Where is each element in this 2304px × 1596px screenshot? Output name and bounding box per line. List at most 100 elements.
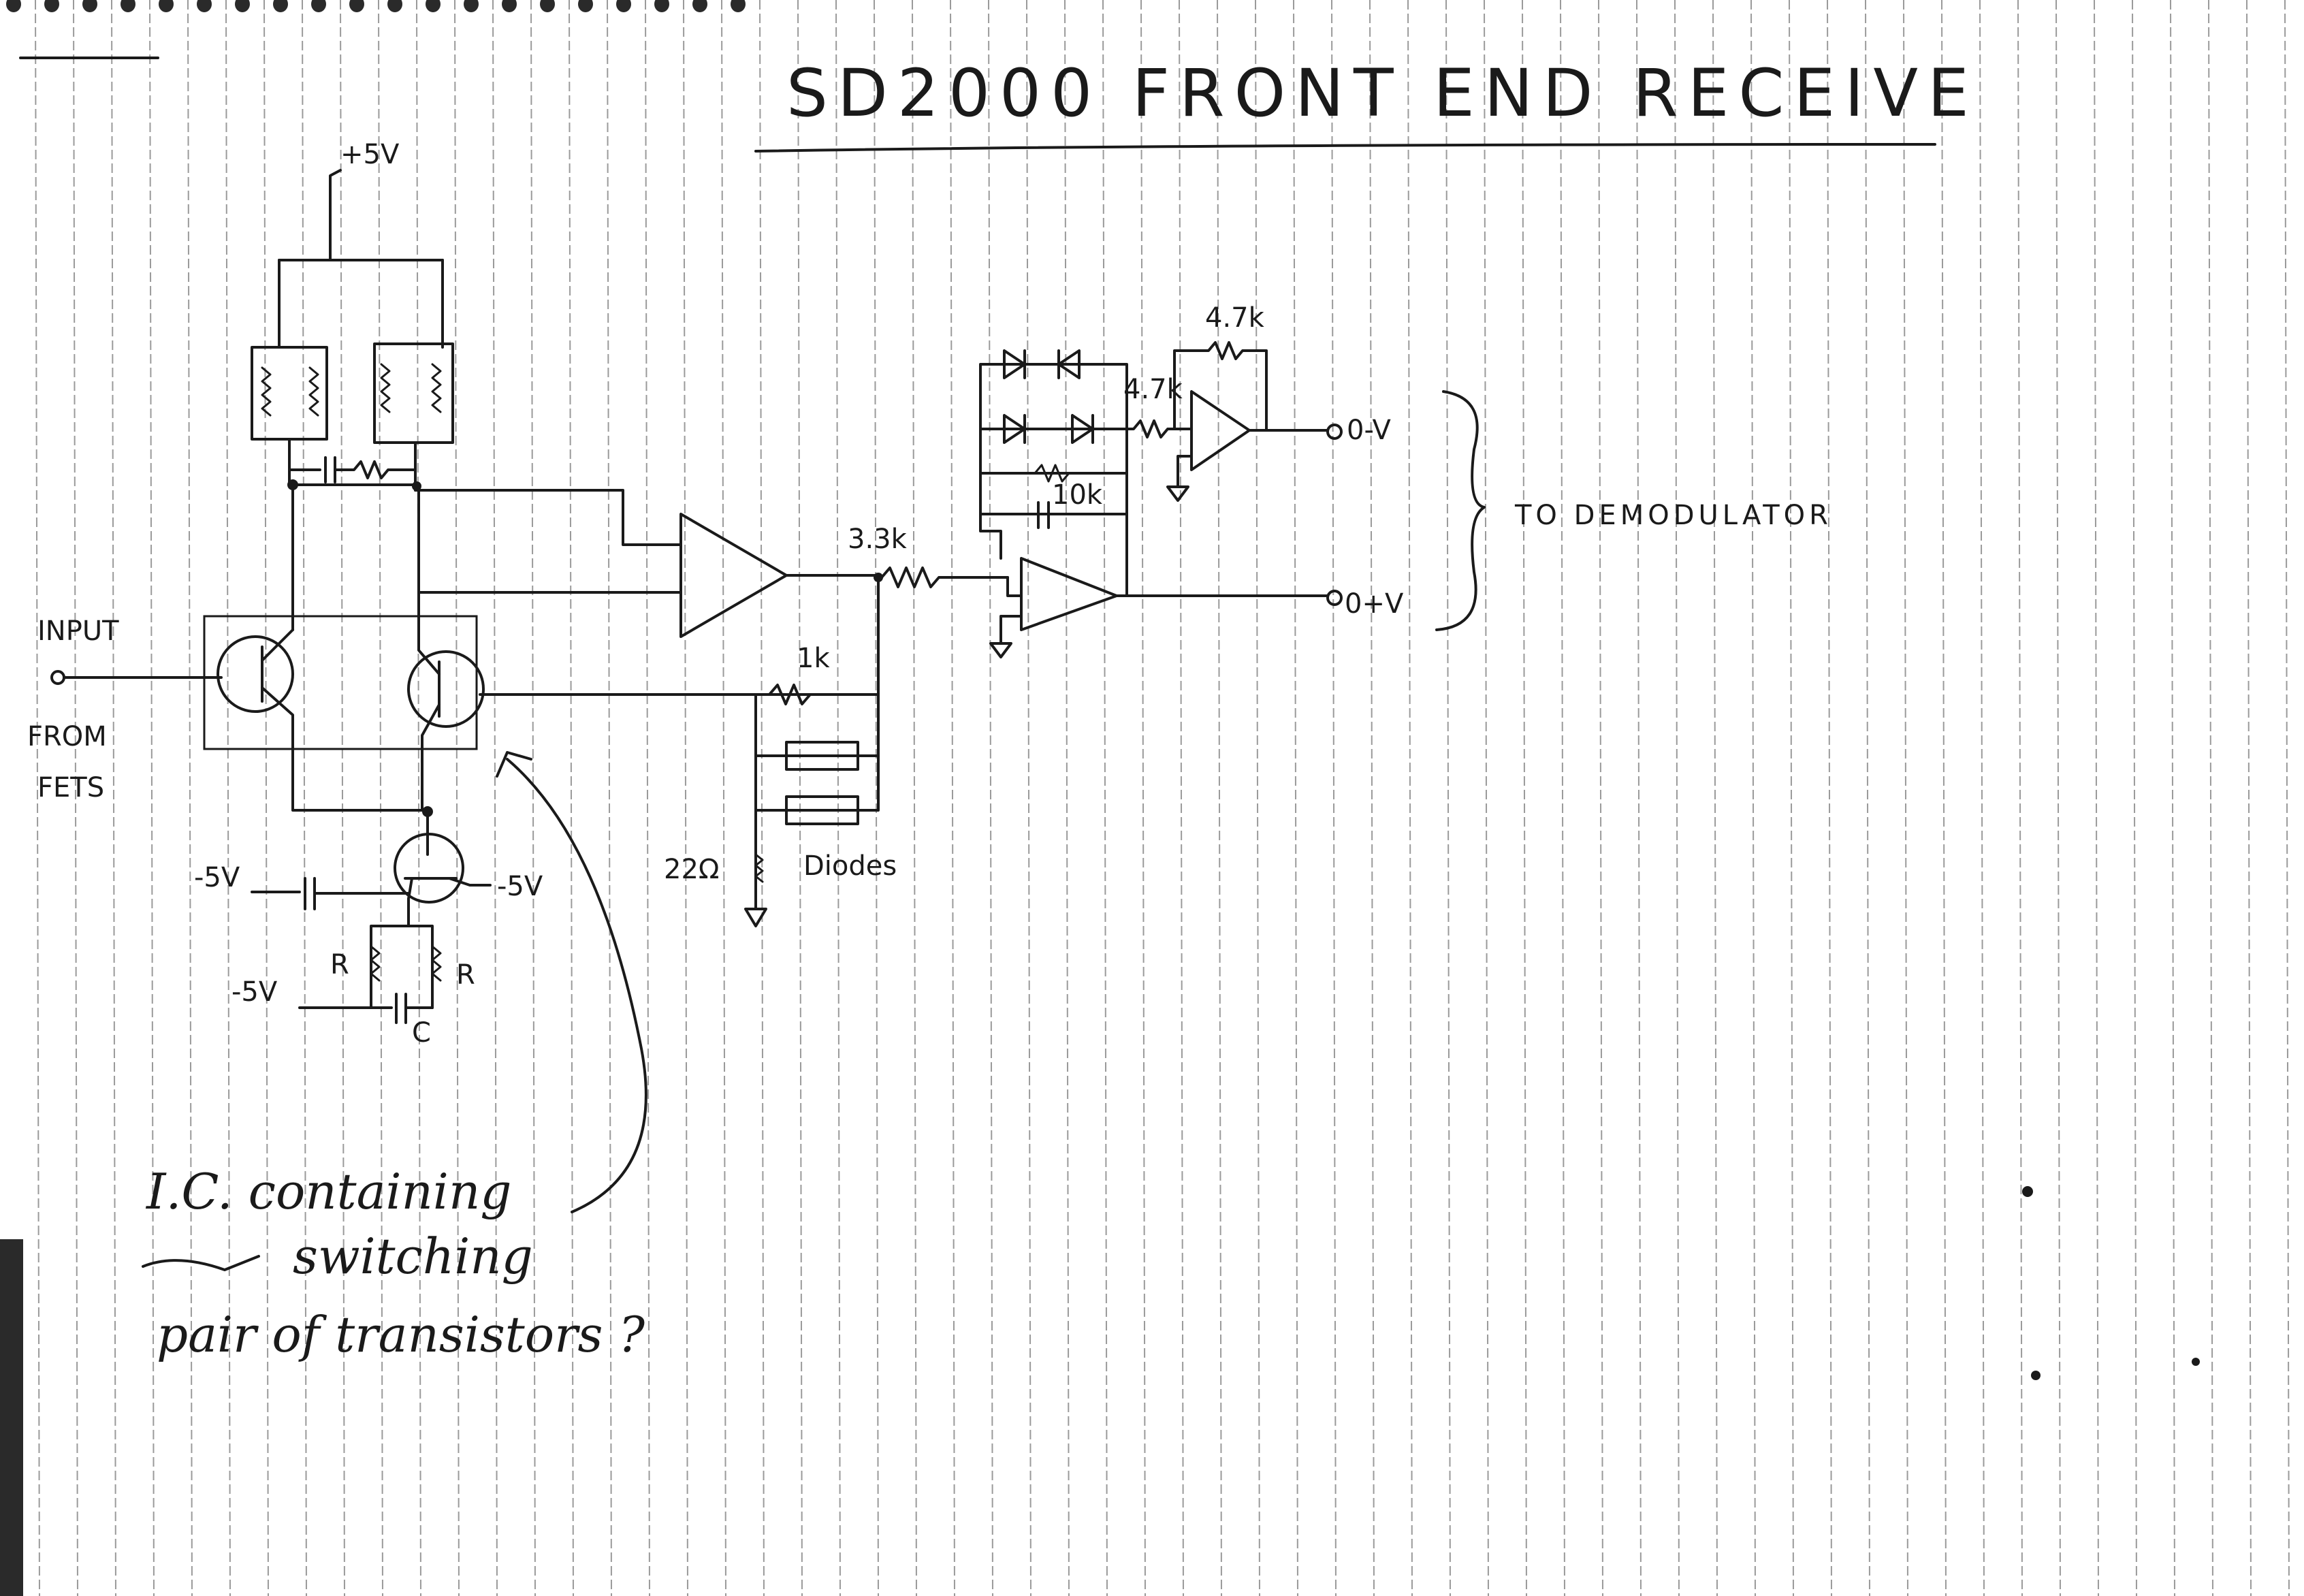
diode-block bbox=[785, 741, 859, 771]
ink-speck bbox=[2022, 1186, 2033, 1197]
spiral-binding bbox=[6, 0, 746, 12]
binding-hole bbox=[578, 0, 593, 12]
page-title: SD2000 FRONT END RECEIVE bbox=[786, 55, 1979, 131]
inverter-stage: 4.7k 4.7k 0-V bbox=[1123, 302, 1392, 502]
transistor-left bbox=[217, 635, 294, 713]
ruled-lines bbox=[35, 0, 2290, 1596]
rule-line bbox=[1255, 0, 1260, 1596]
ground-symbol bbox=[989, 615, 1023, 658]
binding-hole bbox=[273, 0, 288, 12]
rule-line bbox=[454, 0, 460, 1596]
rule-line bbox=[1293, 0, 1298, 1596]
rule-line bbox=[149, 0, 155, 1596]
binding-hole bbox=[654, 0, 669, 12]
tail-transistor bbox=[394, 833, 464, 904]
rule-line bbox=[2132, 0, 2137, 1596]
transistor-right bbox=[407, 650, 485, 728]
rule-line bbox=[1522, 0, 1527, 1596]
rule-line bbox=[950, 0, 955, 1596]
rule-line bbox=[1369, 0, 1375, 1596]
rule-line bbox=[2246, 0, 2252, 1596]
note-line-3: pair of transistors ? bbox=[157, 1306, 645, 1363]
annotation-arrow bbox=[506, 758, 647, 1213]
rule-line bbox=[225, 0, 231, 1596]
rule-line bbox=[683, 0, 688, 1596]
output-pos-label: 0+V bbox=[1345, 588, 1404, 620]
rule-line bbox=[2208, 0, 2213, 1596]
edge-shadow bbox=[0, 1239, 23, 1596]
rule-line bbox=[1102, 0, 1108, 1596]
ground-symbol bbox=[744, 884, 767, 927]
rule-line bbox=[569, 0, 574, 1596]
rule-line bbox=[1598, 0, 1603, 1596]
ink-speck bbox=[2192, 1358, 2200, 1366]
binding-hole bbox=[82, 0, 97, 12]
binding-hole bbox=[426, 0, 441, 12]
binding-hole bbox=[502, 0, 517, 12]
rule-line bbox=[35, 0, 40, 1596]
binding-hole bbox=[6, 0, 21, 12]
rule-line bbox=[187, 0, 193, 1596]
binding-hole bbox=[616, 0, 631, 12]
note-line-2: switching bbox=[293, 1228, 533, 1285]
neg-bottom-label: -5V bbox=[231, 976, 278, 1008]
resistor-10k bbox=[1034, 464, 1070, 483]
gain-opamp bbox=[1020, 557, 1118, 631]
rule-line bbox=[111, 0, 116, 1596]
input-terminal[interactable] bbox=[50, 670, 65, 685]
rule-line bbox=[2055, 0, 2061, 1596]
gain-stage: 3.3k 0+V bbox=[848, 524, 1404, 658]
r1k-label: 1k bbox=[797, 643, 830, 674]
r33k-label: 3.3k bbox=[848, 524, 908, 555]
input-source-label: FETS bbox=[37, 772, 104, 803]
feedback-cap bbox=[1037, 501, 1050, 529]
binding-hole bbox=[44, 0, 59, 12]
neg-right-label: -5V bbox=[497, 871, 543, 902]
input-from-label: FROM bbox=[27, 721, 107, 752]
rule-line bbox=[302, 0, 307, 1596]
r-left-label: R bbox=[330, 949, 349, 980]
rule-line bbox=[759, 0, 765, 1596]
current-source: -5V -5V R R C -5V bbox=[194, 810, 543, 1049]
rule-line bbox=[607, 0, 612, 1596]
diodes-label: Diodes bbox=[803, 850, 897, 882]
r-right-label: R bbox=[456, 959, 475, 991]
rule-line bbox=[1903, 0, 1908, 1596]
binding-hole bbox=[540, 0, 555, 12]
r10k-label: 10k bbox=[1052, 479, 1103, 511]
binding-hole bbox=[235, 0, 250, 12]
r22-label: 22Ω bbox=[664, 854, 719, 885]
output-neg-terminal[interactable] bbox=[1326, 424, 1343, 440]
ic-outline bbox=[203, 615, 478, 750]
rule-line bbox=[874, 0, 879, 1596]
note-line-1: I.C. containing bbox=[145, 1163, 511, 1220]
rule-line bbox=[1407, 0, 1413, 1596]
rule-line bbox=[1445, 0, 1451, 1596]
rule-line bbox=[1674, 0, 1680, 1596]
binding-hole bbox=[197, 0, 212, 12]
rule-line bbox=[2017, 0, 2023, 1596]
output-pos-terminal[interactable] bbox=[1326, 590, 1343, 606]
rule-line bbox=[721, 0, 726, 1596]
to-demodulator-label: TO DEMODULATOR bbox=[1514, 500, 1832, 531]
differential-pair bbox=[50, 483, 880, 817]
binding-hole bbox=[349, 0, 364, 12]
cap-label: C bbox=[412, 1017, 431, 1049]
rule-line bbox=[1331, 0, 1337, 1596]
rule-line bbox=[1484, 0, 1489, 1596]
rule-line bbox=[2284, 0, 2290, 1596]
rule-line bbox=[492, 0, 498, 1596]
r47k-fb-label: 4.7k bbox=[1205, 302, 1265, 334]
output-neg-label: 0-V bbox=[1347, 415, 1392, 446]
strikethrough-word bbox=[142, 1255, 260, 1271]
rule-line bbox=[1026, 0, 1031, 1596]
supply-branch: +5V bbox=[251, 139, 454, 491]
rule-line bbox=[1941, 0, 1947, 1596]
binding-hole bbox=[731, 0, 746, 12]
supply-top-label: +5V bbox=[340, 139, 400, 170]
load-resistor-pair-right bbox=[373, 342, 454, 444]
rule-line bbox=[1064, 0, 1070, 1596]
diode-block bbox=[785, 795, 859, 825]
rule-line bbox=[1560, 0, 1565, 1596]
